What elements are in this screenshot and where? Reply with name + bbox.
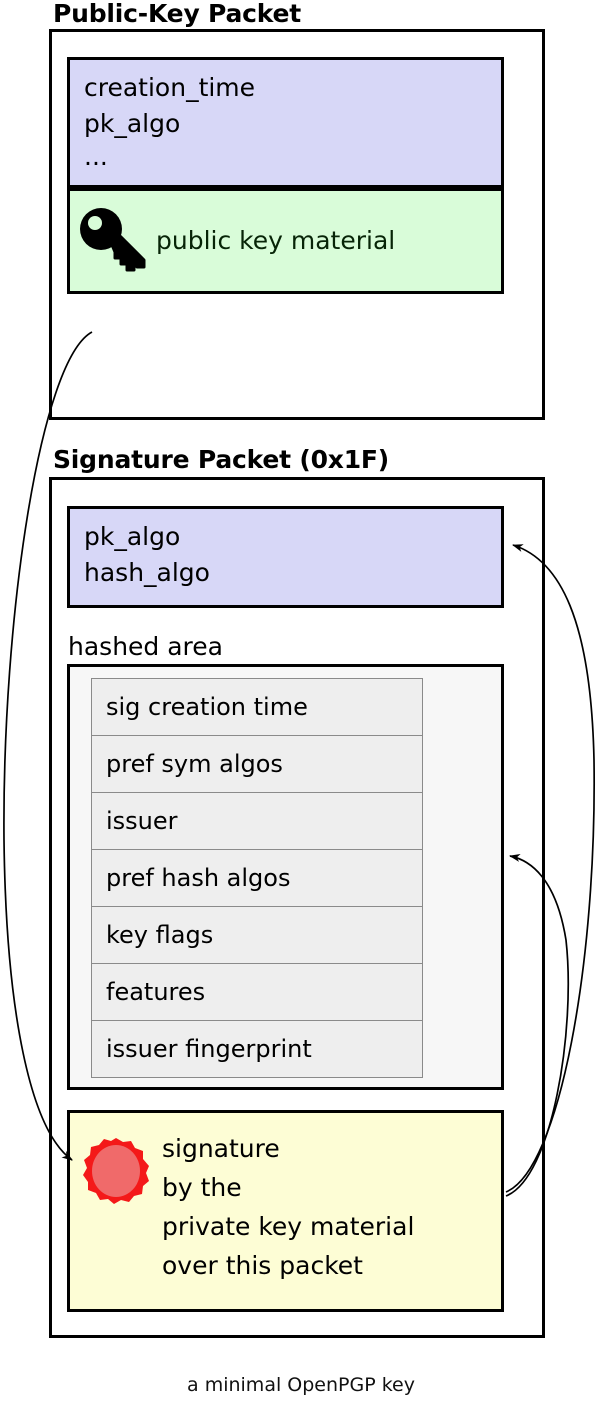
subpacket-item: pref sym algos	[92, 736, 422, 793]
subpacket-item: features	[92, 964, 422, 1021]
signature-metadata-box: pk_algo hash_algo	[67, 506, 504, 608]
signature-packet-heading: Signature Packet (0x1F)	[53, 445, 390, 474]
hashed-area-label: hashed area	[68, 632, 223, 661]
key-icon	[70, 204, 156, 278]
subpacket-list: sig creation time pref sym algos issuer …	[91, 678, 423, 1078]
signature-value-box: signature by the private key material ov…	[67, 1110, 504, 1312]
public-key-packet-heading: Public-Key Packet	[53, 0, 302, 28]
public-key-material-label: public key material	[156, 226, 396, 255]
subpacket-item: key flags	[92, 907, 422, 964]
signature-line-2: by the	[162, 1173, 242, 1202]
public-key-material-box: public key material	[67, 188, 504, 294]
signature-line-1: signature	[162, 1134, 280, 1163]
signature-text-lines: signature by the private key material ov…	[162, 1129, 414, 1285]
wax-seal-icon	[70, 1129, 162, 1207]
public-key-metadata-box: creation_time pk_algo ...	[67, 57, 504, 188]
pk-creation-time-field: creation_time	[84, 73, 256, 102]
subpacket-item: sig creation time	[92, 679, 422, 736]
hashed-area-box: sig creation time pref sym algos issuer …	[67, 664, 504, 1090]
sig-pk-algo-field: pk_algo	[84, 522, 181, 551]
signature-line-3: private key material	[162, 1212, 415, 1241]
pk-algo-field: pk_algo	[84, 109, 181, 138]
subpacket-item: issuer fingerprint	[92, 1021, 422, 1078]
pk-ellipsis-field: ...	[84, 142, 108, 171]
subpacket-item: pref hash algos	[92, 850, 422, 907]
sig-hash-algo-field: hash_algo	[84, 558, 210, 587]
diagram-caption: a minimal OpenPGP key	[187, 1374, 415, 1396]
subpacket-item: issuer	[92, 793, 422, 850]
signature-line-4: over this packet	[162, 1251, 363, 1280]
